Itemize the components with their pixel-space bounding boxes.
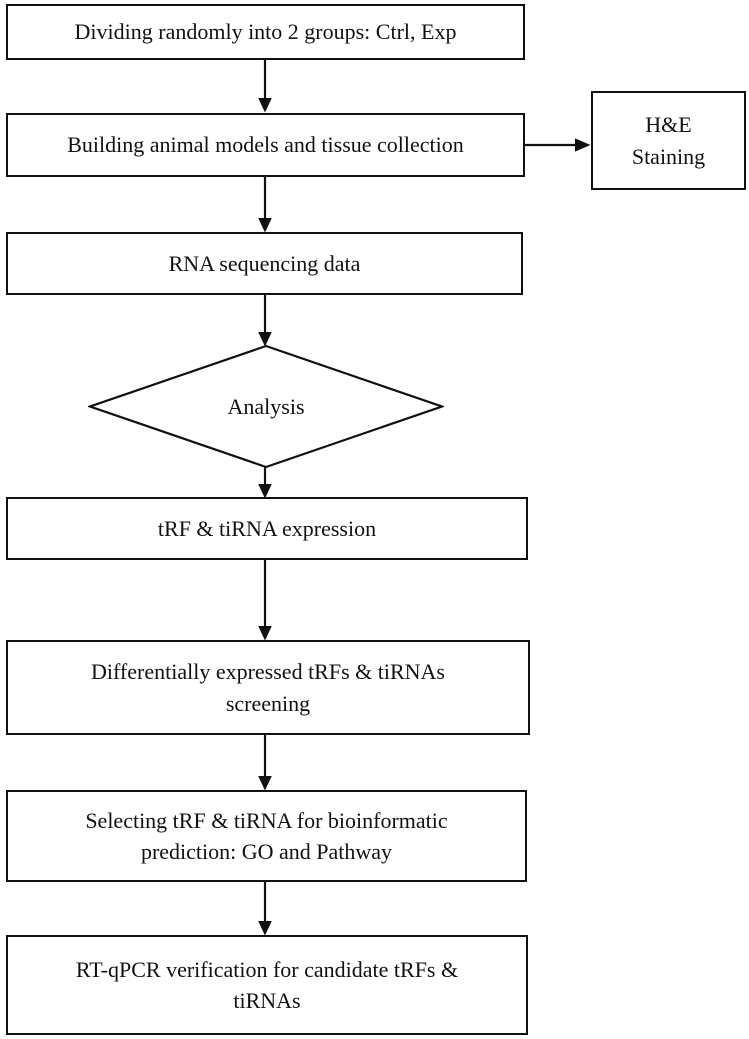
arrow-building-to-rna-sequencing: [257, 177, 273, 233]
arrow-dividing-to-building: [257, 60, 273, 113]
node-differentially-expressed-screening[interactable]: Differentially expressed tRFs & tiRNAs s…: [6, 640, 530, 735]
node-label: Selecting tRF & tiRNA for bioinformatic …: [85, 807, 448, 864]
node-rtqpcr-verification[interactable]: RT-qPCR verification for candidate tRFs …: [6, 935, 528, 1035]
node-label: Analysis: [227, 393, 305, 419]
node-trf-tirna-expression[interactable]: tRF & tiRNA expression: [6, 497, 528, 560]
arrow-rna-sequencing-to-analysis: [257, 295, 273, 347]
node-label: tRF & tiRNA expression: [157, 515, 377, 541]
node-label: H&E Staining: [631, 112, 706, 169]
node-label: Building animal models and tissue collec…: [67, 132, 464, 158]
arrow-prediction-to-rtqpcr-verification: [257, 882, 273, 936]
node-label: RT-qPCR verification for candidate tRFs …: [75, 956, 459, 1013]
node-dividing-randomly[interactable]: Dividing randomly into 2 groups: Ctrl, E…: [6, 4, 525, 60]
arrow-analysis-to-trf-expression: [257, 467, 273, 499]
arrow-expression-to-screening: [257, 560, 273, 641]
node-label: RNA sequencing data: [168, 250, 361, 276]
node-label: Dividing randomly into 2 groups: Ctrl, E…: [74, 19, 457, 45]
arrow-screening-to-bioinformatic-prediction: [257, 735, 273, 791]
node-selecting-bioinformatic-prediction[interactable]: Selecting tRF & tiRNA for bioinformatic …: [6, 790, 527, 882]
node-building-animal-models[interactable]: Building animal models and tissue collec…: [6, 113, 525, 177]
node-he-staining[interactable]: H&E Staining: [591, 91, 746, 190]
node-analysis-decision[interactable]: Analysis: [88, 344, 444, 469]
node-label: Differentially expressed tRFs & tiRNAs s…: [91, 659, 445, 716]
node-rna-sequencing-data[interactable]: RNA sequencing data: [6, 232, 523, 295]
arrow-building-to-he-staining: [525, 137, 591, 153]
